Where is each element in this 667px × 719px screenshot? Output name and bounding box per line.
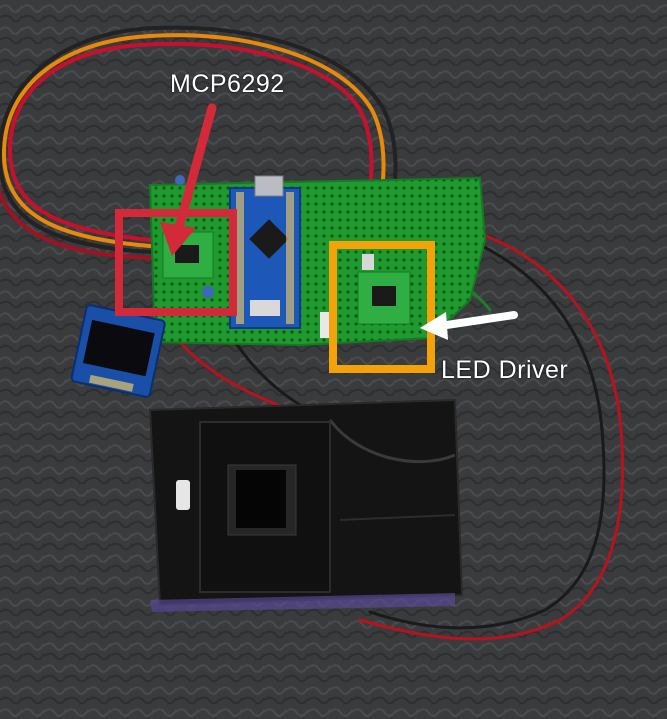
mcp-arrow-icon [160,103,217,256]
arduino-nano [229,175,301,329]
oled-display [70,304,166,398]
mcp6292-label: MCP6292 [170,70,285,98]
led-driver-module [320,254,411,338]
led-arrow-icon [420,311,518,340]
sensor-assembly [148,398,464,612]
mcp-highlight-box [115,209,237,316]
mcp6292-module [162,175,214,298]
led-highlight-box [329,241,435,373]
wire-bundle [0,25,624,641]
led-driver-label: LED Driver [441,356,569,384]
